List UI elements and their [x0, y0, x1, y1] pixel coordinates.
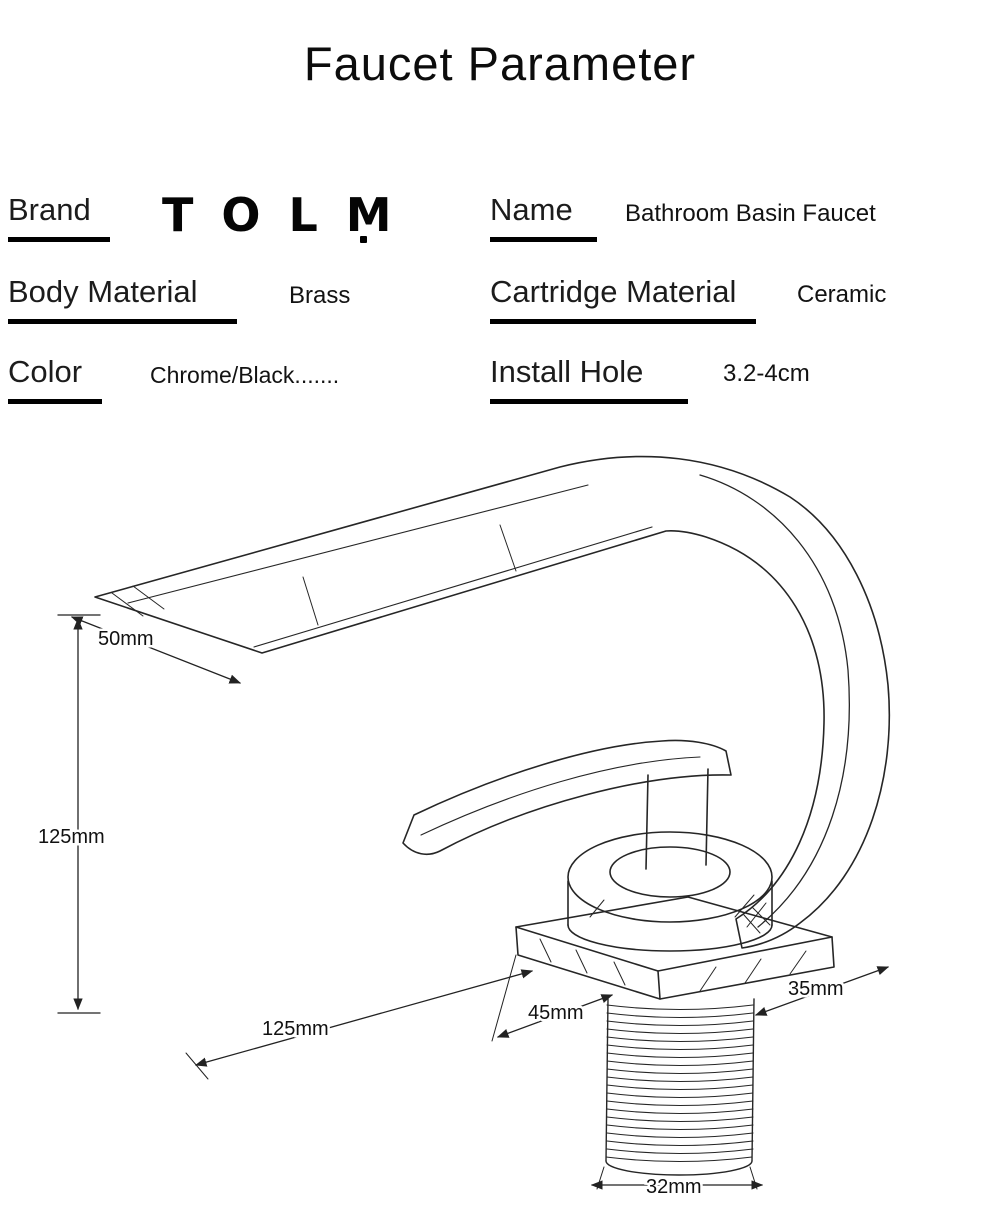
name-value: Bathroom Basin Faucet [625, 200, 876, 227]
faucet-pipe [605, 998, 755, 1176]
dim-label-height: 125mm [38, 826, 105, 848]
cartridge-material-label: Cartridge Material [490, 274, 756, 324]
dim-label-depth: 125mm [262, 1018, 329, 1040]
body-material-value: Brass [289, 282, 351, 309]
color-value: Chrome/Black....... [150, 362, 340, 388]
dim-label-base-depth: 35mm [788, 978, 844, 1000]
brand-label: Brand [8, 192, 110, 242]
dim-label-spout-width: 50mm [98, 628, 154, 650]
install-hole-value: 3.2-4cm [723, 360, 810, 387]
install-hole-label: Install Hole [490, 354, 688, 404]
dim-line-base-width [496, 994, 614, 1038]
page-title: Faucet Parameter [303, 37, 697, 90]
dim-label-pipe-diameter: 32mm [646, 1176, 702, 1198]
brand-logo: TOLM [162, 188, 420, 242]
color-label: Color [8, 354, 102, 404]
brand-logo-dot [360, 236, 367, 243]
body-material-label: Body Material [8, 274, 237, 324]
faucet-technical-drawing: 50mm 125mm 125mm 45mm 35mm 32mm [36, 455, 891, 1201]
dim-line-spout-width [70, 616, 242, 684]
cartridge-material-value: Ceramic [797, 281, 887, 308]
name-label: Name [490, 192, 597, 242]
faucet-base [515, 896, 835, 1000]
dim-label-base-width: 45mm [528, 1002, 584, 1024]
faucet-handle [402, 739, 732, 870]
dimension-lines [57, 614, 890, 1190]
dim-line-depth [194, 969, 534, 1067]
dim-line-base-depth [754, 966, 890, 1016]
faucet-body [94, 455, 891, 949]
faucet-collar [567, 831, 773, 952]
